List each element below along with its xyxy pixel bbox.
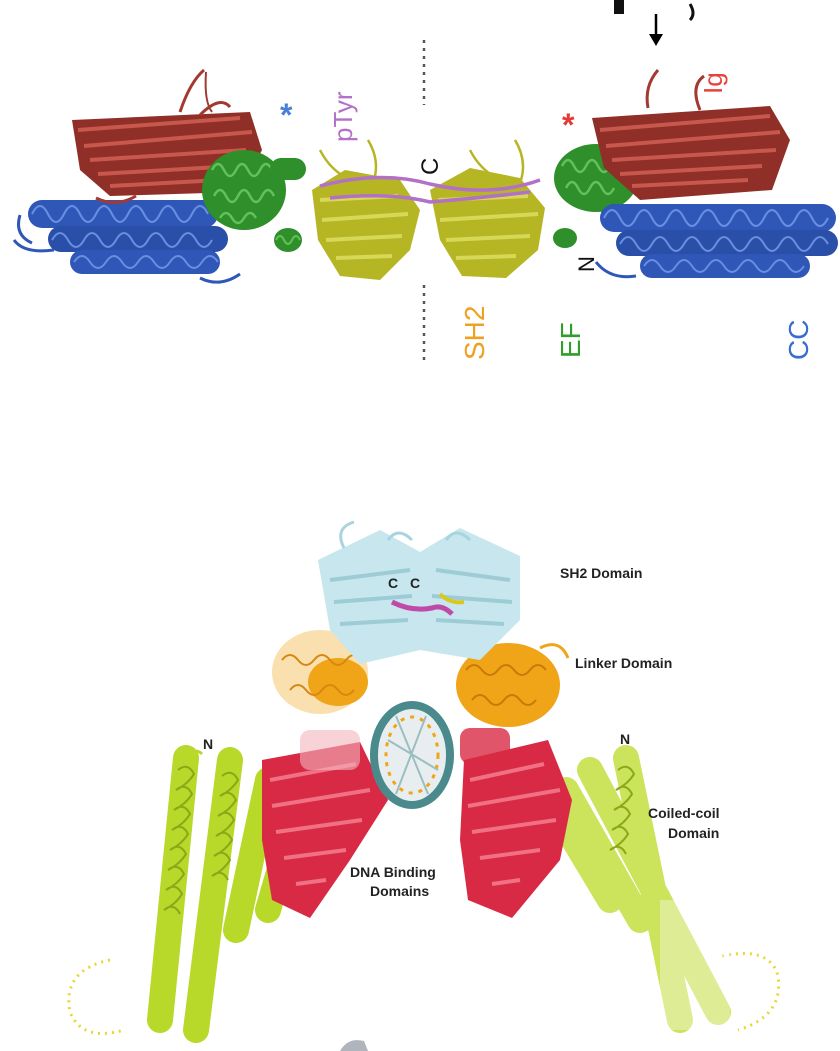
left-sh2-domain [312, 140, 420, 280]
label-coiled-coil-line1: Coiled-coil [648, 805, 720, 821]
label-coiled-coil-line2: Domain [668, 825, 719, 841]
sh2-domains [318, 522, 520, 664]
label-c-terminus: C [417, 158, 444, 175]
label-dna-binding-line2: Domains [370, 883, 429, 899]
label-n-left: N [203, 736, 213, 752]
label-sh2-domain: SH2 Domain [560, 565, 642, 581]
label-ptyr: pTyr [328, 91, 358, 142]
label-dna-binding-line1: DNA Binding [350, 864, 436, 880]
right-ig-domain [592, 70, 790, 200]
right-cc-domain [596, 204, 838, 278]
left-dotted-loop [69, 960, 124, 1033]
label-ef: EF [555, 322, 586, 358]
cropped-shape [340, 1040, 368, 1051]
dna-helix [374, 705, 450, 805]
cropped-glyph [690, 4, 693, 20]
label-c-right: C [410, 575, 420, 591]
right-dotted-loop [722, 954, 779, 1031]
arrow-down-icon [649, 14, 663, 46]
label-n-right: N [620, 731, 630, 747]
label-ig: Ig [698, 72, 728, 94]
label-linker-domain: Linker Domain [575, 655, 672, 671]
right-sh2-domain [430, 140, 545, 278]
bottom-panel: C C SH2 Domain Linker Domain N N Coiled-… [69, 522, 779, 1051]
right-coiled-coil-domain [550, 758, 730, 1030]
asterisk-right: * [562, 107, 575, 143]
label-cc: CC [783, 320, 814, 360]
label-c-left: C [388, 575, 398, 591]
left-cc-domain [14, 200, 240, 282]
label-sh2: SH2 [459, 306, 490, 360]
label-n-terminus: N [574, 256, 599, 272]
asterisk-left: * [280, 97, 293, 133]
cropped-glyph [614, 0, 624, 14]
top-panel: pTyr C N Ig SH2 EF CC * * [14, 0, 838, 360]
